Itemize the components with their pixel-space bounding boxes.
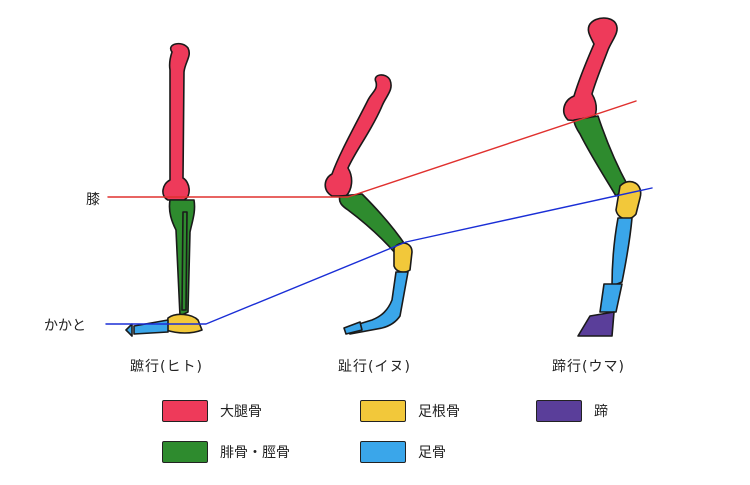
dog-toe — [343, 321, 363, 335]
legend-femur: 大腿骨 — [162, 400, 262, 422]
horse-leg — [562, 17, 642, 337]
legend-hoof: 蹄 — [536, 400, 608, 422]
knee-label: 膝 — [86, 192, 100, 208]
leg-label-horse: 蹄行(ウマ) — [552, 359, 625, 375]
horse-tarsals — [615, 180, 642, 220]
leg-label-dog: 趾行(イヌ) — [338, 359, 411, 375]
knee-line — [107, 100, 637, 198]
swatch-tarsals — [360, 400, 406, 422]
dog-tibia-fibula — [338, 193, 407, 255]
human-fibula — [181, 211, 188, 311]
swatch-hoof — [536, 400, 582, 422]
dog-leg — [324, 74, 413, 335]
human-leg — [125, 42, 203, 337]
leg-label-human: 蹠行(ヒト) — [130, 359, 203, 375]
dog-femur — [324, 74, 392, 197]
horse-femur — [562, 17, 618, 123]
swatch-femur — [162, 400, 208, 422]
legend-foot: 足骨 — [360, 441, 446, 463]
legend-tarsals: 足根骨 — [360, 400, 460, 422]
legend-label-hoof: 蹄 — [594, 404, 608, 420]
horse-pastern — [599, 283, 623, 313]
human-toes — [125, 319, 169, 337]
swatch-tibia-fibula — [162, 441, 208, 463]
heel-line — [105, 187, 653, 325]
dog-tarsals — [393, 242, 413, 273]
swatch-foot — [360, 441, 406, 463]
legend-label-femur: 大腿骨 — [220, 404, 262, 420]
legend-label-foot: 足骨 — [418, 445, 446, 461]
horse-foot — [611, 217, 633, 287]
horse-hoof — [577, 311, 615, 337]
human-femur — [162, 42, 191, 201]
legend-label-tarsals: 足根骨 — [418, 404, 460, 420]
heel-label: かかと — [44, 318, 86, 334]
horse-tibia-fibula — [573, 115, 629, 197]
legend-tibia-fibula: 腓骨・脛骨 — [162, 441, 290, 463]
dog-foot — [345, 271, 409, 335]
legend-label-tibia-fibula: 腓骨・脛骨 — [220, 445, 290, 461]
